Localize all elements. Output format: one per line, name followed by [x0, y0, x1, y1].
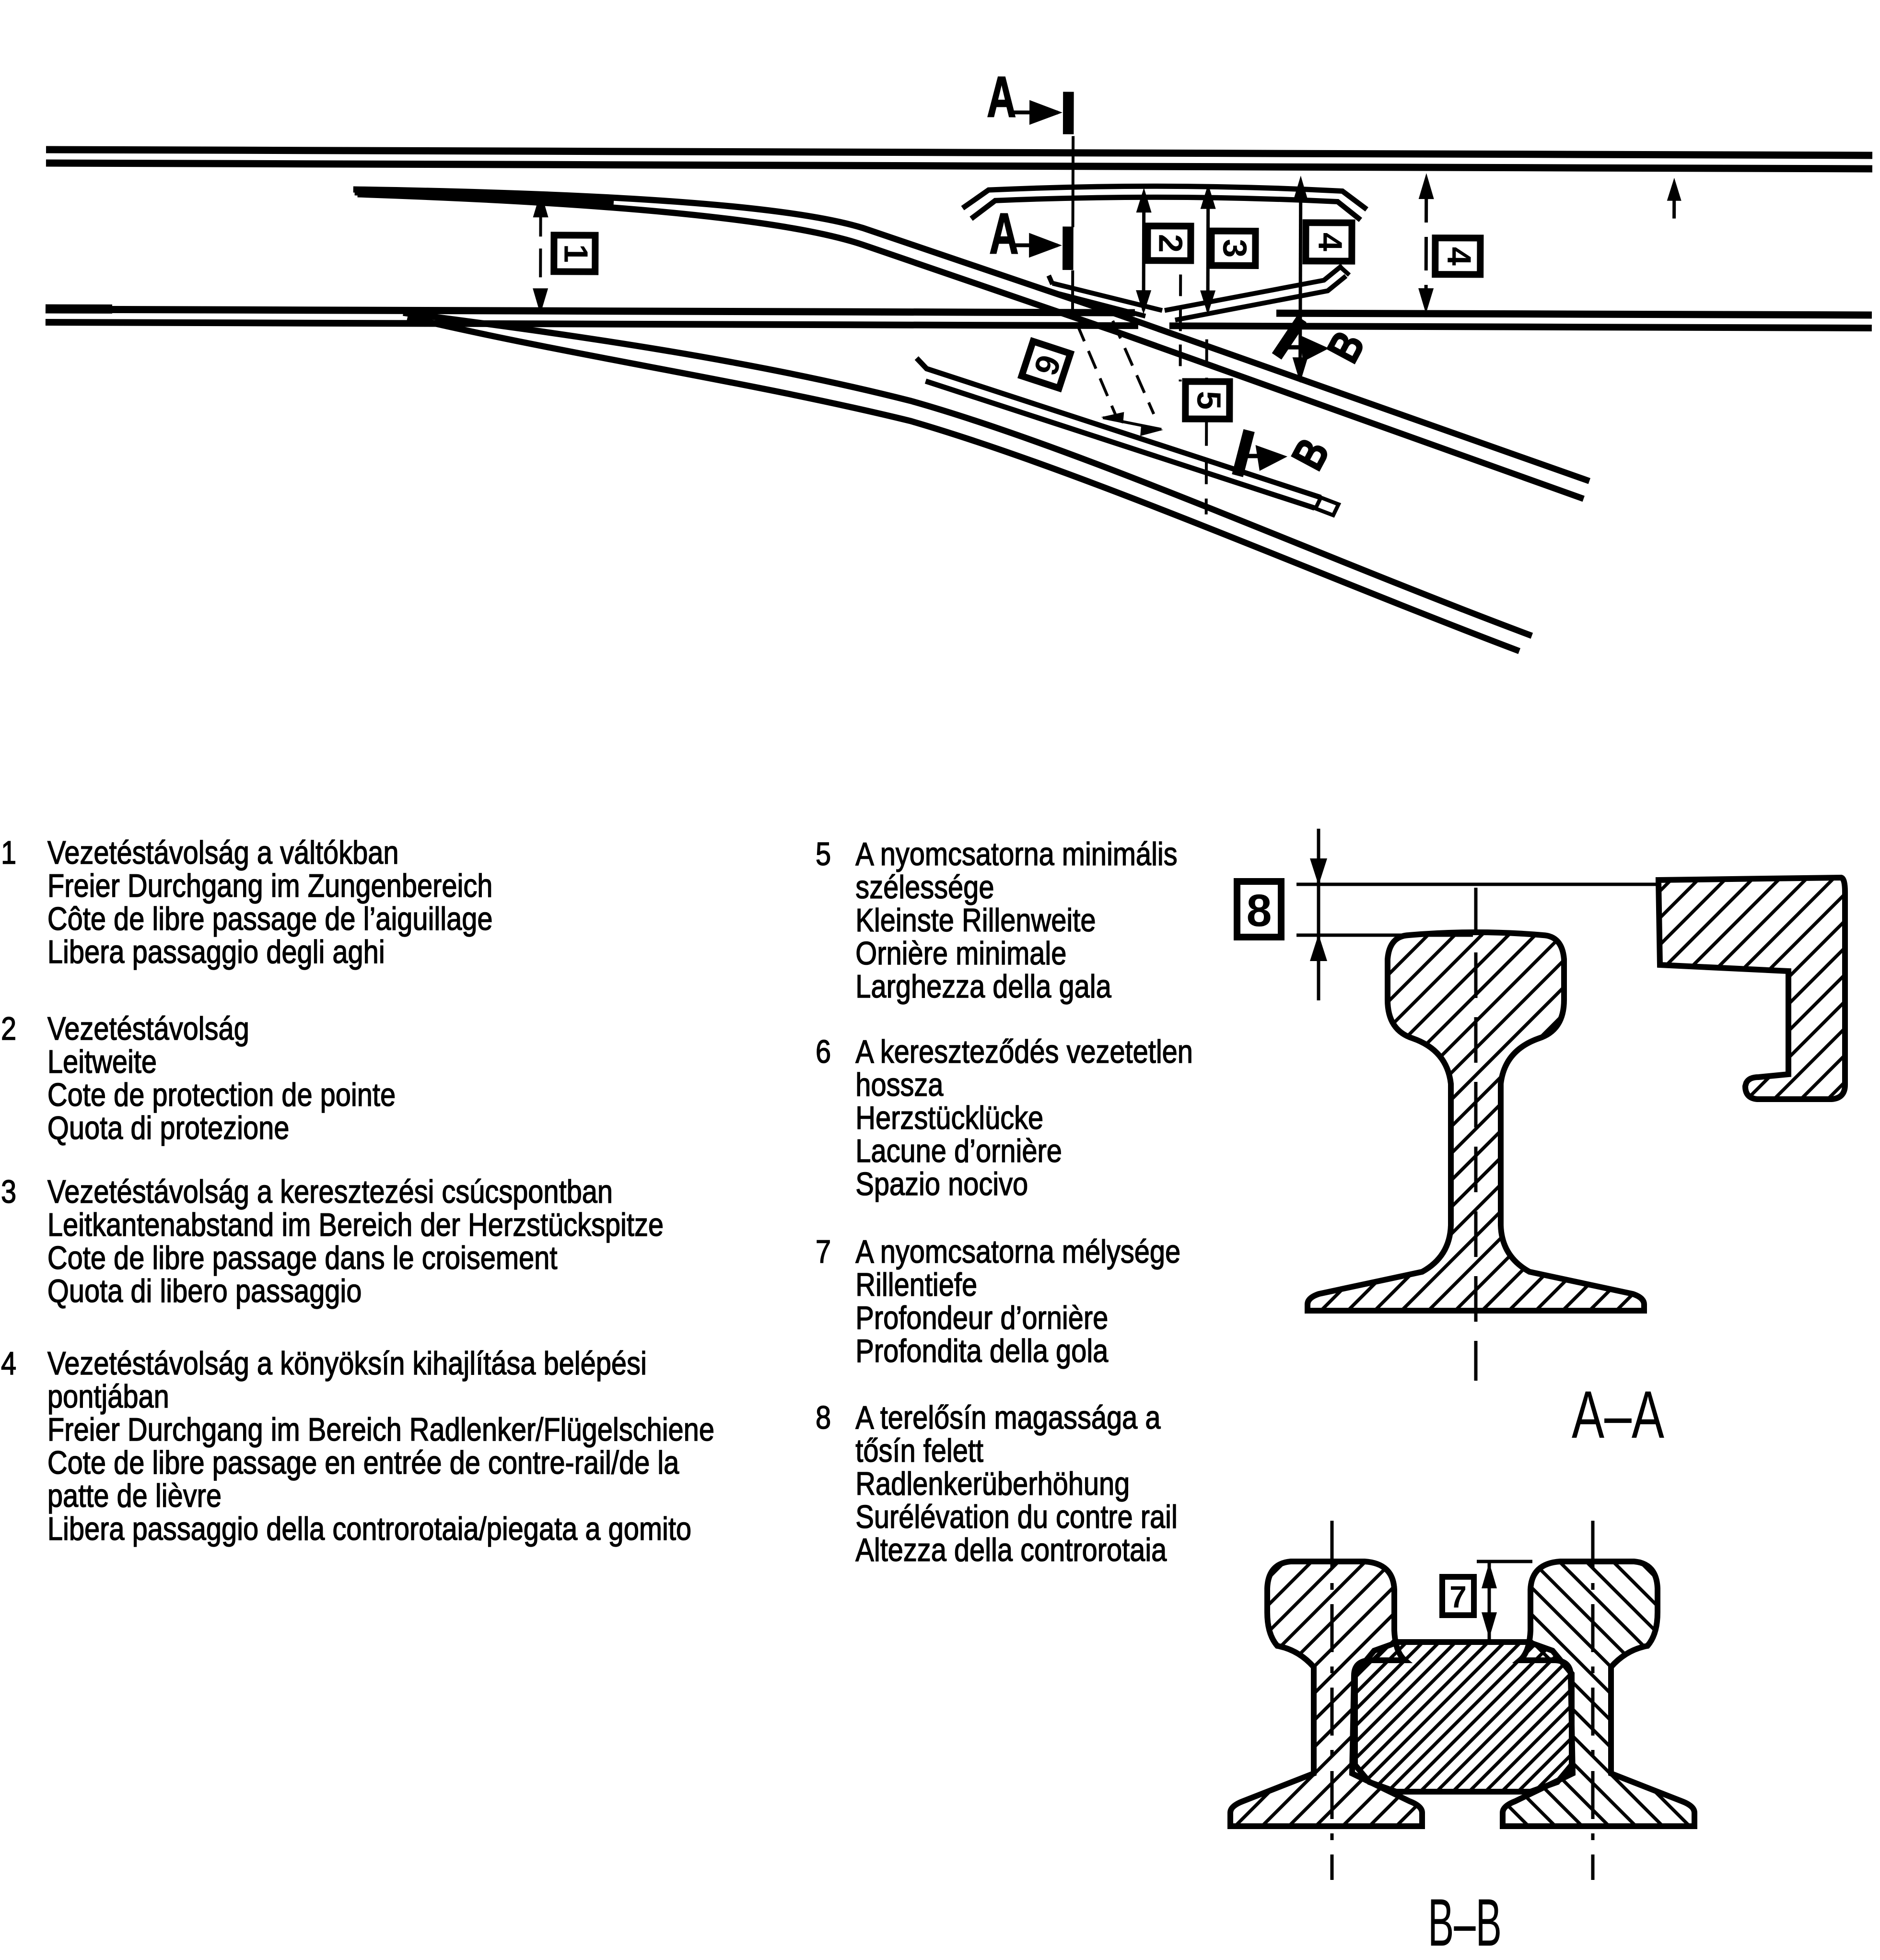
svg-text:4: 4 — [1311, 233, 1349, 251]
svg-text:1: 1 — [557, 244, 595, 263]
svg-text:7: 7 — [1449, 1580, 1467, 1614]
svg-text:B: B — [1318, 323, 1375, 371]
svg-text:8: 8 — [1247, 885, 1272, 936]
svg-text:A: A — [989, 201, 1018, 266]
svg-text:A: A — [987, 65, 1016, 129]
svg-text:A–A: A–A — [1572, 1377, 1664, 1452]
svg-text:4: 4 — [1440, 247, 1478, 266]
svg-text:B: B — [1282, 431, 1339, 478]
svg-text:3: 3 — [1216, 239, 1253, 258]
svg-text:5: 5 — [1190, 391, 1227, 410]
svg-text:2: 2 — [1152, 234, 1189, 253]
svg-text:B–B: B–B — [1428, 1885, 1502, 1960]
